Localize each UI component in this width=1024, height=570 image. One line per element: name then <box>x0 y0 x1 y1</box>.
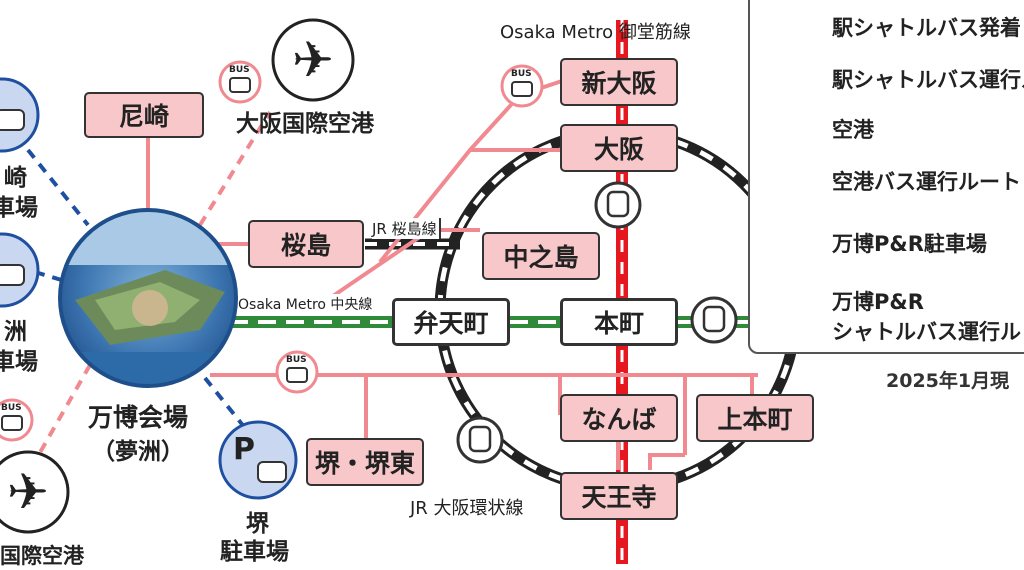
train-icon-loop-sw <box>456 416 504 464</box>
expo-venue-photo <box>58 208 238 388</box>
parking-icon-sakai <box>218 420 298 500</box>
station-amagasaki[interactable]: 尼崎 <box>84 92 204 138</box>
parking-left2-lot: 車場 <box>0 349 38 375</box>
station-nakanoshima[interactable]: 中之島 <box>482 232 600 280</box>
train-icon-loop-north <box>594 181 642 229</box>
bus-icon-itami <box>218 60 262 104</box>
airport-itami-label: 大阪国際空港 <box>236 111 374 137</box>
parking-icon-left-1 <box>0 77 40 153</box>
train-icon-chuo-east <box>690 296 738 344</box>
svg-text:✈: ✈ <box>292 31 334 89</box>
airport-kansai-label: 国際空港 <box>0 544 84 568</box>
bus-label-itami: BUS <box>229 65 250 75</box>
legend-pr-shuttle-1: 万博P&R <box>832 290 924 314</box>
venue-subname: （夢洲） <box>92 439 184 465</box>
legend-pr-shuttle-2: シャトルバス運行ル <box>832 320 1021 344</box>
station-sakai-sakaihigashi[interactable]: 堺・堺東 <box>306 438 424 486</box>
date-note: 2025年1月現 <box>886 370 1010 392</box>
parking-shuttle-routes <box>26 148 247 430</box>
legend-airport: 空港 <box>832 118 874 142</box>
station-osaka[interactable]: 大阪 <box>560 124 678 172</box>
station-tennoji[interactable]: 天王寺 <box>560 472 678 520</box>
legend-station-departure: 駅シャトルバス発着 <box>832 16 1021 40</box>
parking-left1-name: 崎 <box>4 165 27 191</box>
airport-icon-itami: ✈ <box>271 18 355 102</box>
bus-icon-kansai <box>0 398 34 442</box>
parking-sakai-lot: 駐車場 <box>220 539 289 565</box>
legend-expo-parking: 万博P&R駐車場 <box>832 232 987 256</box>
sakurajima-line-label: JR 桜島線 <box>372 218 441 239</box>
station-namba[interactable]: なんば <box>560 394 678 442</box>
station-shin-osaka[interactable]: 新大阪 <box>560 58 678 106</box>
legend-station-route: 駅シャトルバス運行ル <box>832 68 1024 92</box>
bus-label-shin-osaka: BUS <box>511 69 532 79</box>
bus-label-kansai: BUS <box>1 403 22 413</box>
loop-line-label: JR 大阪環状線 <box>410 498 524 519</box>
station-honmachi[interactable]: 本町 <box>560 298 678 346</box>
legend-airport-bus-route: 空港バス運行ルート <box>832 170 1021 194</box>
airport-bus-routes <box>28 110 272 471</box>
bus-icon-sakai <box>275 350 319 394</box>
chuo-line-label: Osaka Metro 中央線 <box>238 294 373 314</box>
venue-name: 万博会場 <box>88 403 189 432</box>
legend-panel: 駅シャトルバス発着 駅シャトルバス運行ル 空港 空港バス運行ルート 万博P&R駐… <box>748 0 1024 354</box>
station-bentencho[interactable]: 弁天町 <box>392 298 510 346</box>
svg-text:✈: ✈ <box>7 463 49 521</box>
midosuji-line-label: Osaka Metro 御堂筋線 <box>500 22 691 43</box>
parking-left2-name: 洲 <box>4 319 27 345</box>
bus-label-sakai: BUS <box>286 355 307 365</box>
airport-icon-kansai: ✈ <box>0 450 70 534</box>
parking-letter-sakai: P <box>233 432 255 467</box>
parking-sakai-name: 堺 <box>246 511 269 537</box>
parking-left1-lot: 車場 <box>0 195 38 221</box>
parking-icon-left-2 <box>0 232 40 308</box>
station-uehonmachi[interactable]: 上本町 <box>696 394 814 442</box>
bus-icon-shin-osaka <box>500 64 544 108</box>
station-sakurajima[interactable]: 桜島 <box>248 220 364 268</box>
